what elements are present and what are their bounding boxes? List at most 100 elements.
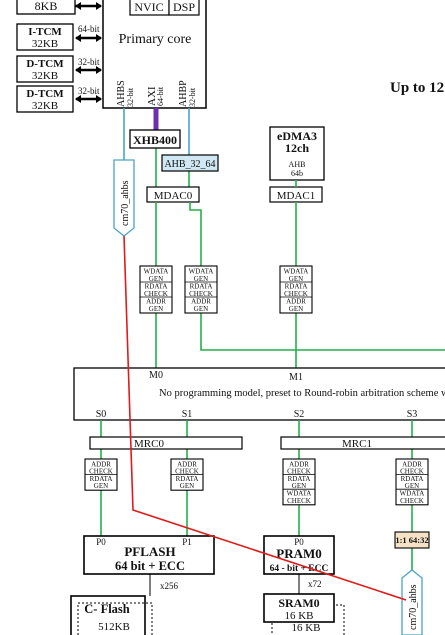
crossbar-block: M0 M1 No programming model, preset to Ro… <box>73 367 445 421</box>
mdac1-block: MDAC1 <box>269 186 323 203</box>
check-block-s0-line: CHECK <box>89 468 113 476</box>
ahb-32-64-label: AHB_32_64 <box>164 159 215 170</box>
xhb400-label: XHB400 <box>133 133 177 147</box>
gen-block-m0-line: ADDR <box>146 298 166 306</box>
mdac-to-gen-lines <box>155 180 445 368</box>
mrc0-bar: MRC0 <box>89 436 243 450</box>
check-block-s0-line: GEN <box>94 482 108 490</box>
dtcm1-name: D-TCM <box>26 88 64 100</box>
cflash-block: C- Flash 512KB <box>70 595 153 635</box>
check-block-s2-line: CHECK <box>287 497 311 505</box>
gen-block-m0-line: WDATA <box>144 268 169 276</box>
check-block-s3-line: ADDR <box>402 460 422 468</box>
pflash-p1: P1 <box>182 537 192 547</box>
check-block-s3-line: RDATA <box>401 475 424 483</box>
nvic-label: NVIC <box>134 0 163 14</box>
check-block-s2-line: RDATA <box>288 475 311 483</box>
dtcm0-block: D-TCM 32KB <box>16 55 74 83</box>
gen-block-m1-line: WDATA <box>284 268 309 276</box>
edma3-bus: AHB <box>289 160 306 169</box>
gen-block-m0-line: GEN <box>149 305 163 313</box>
pflash-block: P0 P1 PFLASH 64 bit + ECC <box>83 535 215 575</box>
core-title: Primary core <box>119 32 192 47</box>
check-block-s1-line: RDATA <box>176 475 199 483</box>
gen-block-ahbp-line: GEN <box>194 275 208 283</box>
check-block-s3-line: CHECK <box>400 468 424 476</box>
itcm-block: I-TCM 32KB <box>16 23 74 51</box>
sram0-name: SRAM0 <box>278 596 319 610</box>
mdac0-label: MDAC0 <box>154 190 193 202</box>
edma3-bus-width: 64b <box>291 169 303 178</box>
gen-block-ahbp-line: WDATA <box>189 268 214 276</box>
dtcm1-bus-width: 32-bit <box>78 86 100 96</box>
pflash-name: PFLASH <box>124 544 175 559</box>
dtcm1-size: 32KB <box>32 100 58 112</box>
check-block-s1-line: ADDR <box>177 460 197 468</box>
gen-block-m1-line: CHECK <box>284 290 308 298</box>
sram0-block: SRAM0 16 KB 16 KB <box>263 593 345 635</box>
dtcm0-bus-width: 32-bit <box>78 57 100 67</box>
check-block-s3-line: GEN <box>405 482 419 490</box>
ahbs-port-label: AHBS <box>116 80 127 107</box>
dtcm0-name: D-TCM <box>26 58 64 70</box>
dtcm1-block: D-TCM 32KB <box>16 85 74 113</box>
crossbar-m0: M0 <box>149 370 163 381</box>
dsp-box <box>168 0 200 16</box>
top-memory-size: 8KB <box>35 0 58 13</box>
pflash-detail: 64 bit + ECC <box>115 559 185 573</box>
primary-core: NVIC DSP Primary core AHBS 32-bit AXI 64… <box>102 0 207 109</box>
ahbs-port-width: 32-bit <box>126 87 135 107</box>
gen-block-m1-line: GEN <box>289 305 303 313</box>
check-block-s2-line: ADDR <box>289 460 309 468</box>
cflash-name: C- Flash <box>84 602 130 616</box>
edma3-block: eDMA3 12ch AHB 64b <box>269 126 325 181</box>
mdac1-label: MDAC1 <box>277 190 316 202</box>
crossbar-s0: S0 <box>96 409 107 420</box>
ahbp-port-label: AHBP <box>178 80 189 107</box>
top-memory-block: 8KB <box>16 0 76 15</box>
check-block-s1-line: GEN <box>180 482 194 490</box>
axi-port-label: AXI <box>146 86 158 106</box>
cm70-ahbs-tag-bottom: cm70_ahbs <box>401 569 423 635</box>
dsp-label: DSP <box>173 0 195 14</box>
pram0-p0: P0 <box>294 537 304 547</box>
heading-right: Up to 12 <box>390 80 444 96</box>
sram0-size-2: 16 KB <box>291 622 320 634</box>
pram0-mult: x72 <box>308 579 322 589</box>
cm70-tag-bottom-label: cm70_ahbs <box>408 584 419 630</box>
mrc0-label: MRC0 <box>134 438 164 450</box>
gen-block-ahbp-line: GEN <box>194 305 208 313</box>
arrow-heads <box>75 2 102 103</box>
crossbar-description: No programming model, preset to Round-ro… <box>159 388 445 399</box>
check-block-s3-line: CHECK <box>400 497 424 505</box>
itcm-bus-width: 64-bit <box>78 24 100 34</box>
check-block-s2-line: WDATA <box>287 490 312 498</box>
check-block-s1-line: CHECK <box>175 468 199 476</box>
gen-block-ahbp-line: ADDR <box>191 298 211 306</box>
core-bus-lines <box>123 108 190 187</box>
check-block-s3-line: WDATA <box>400 490 425 498</box>
cm70-ahbs-tag-top: cm70_ahbs <box>113 159 135 237</box>
crossbar-m1: M1 <box>289 372 303 383</box>
cm70-tag-top-label: cm70_ahbs <box>120 180 131 226</box>
cm70-red-link <box>123 235 407 601</box>
check-block-s2-line: CHECK <box>287 468 311 476</box>
pram0-block: P0 PRAM0 64 - bit + ECC <box>263 535 335 575</box>
xhb400-block: XHB400 <box>129 129 181 149</box>
pflash-mult: x256 <box>160 581 179 591</box>
axi-port-width: 64-bit <box>156 86 165 106</box>
mdac0-block: MDAC0 <box>146 186 200 203</box>
pram0-detail: 64 - bit + ECC <box>270 564 329 574</box>
crossbar-s3: S3 <box>407 409 418 420</box>
itcm-size: 32KB <box>32 38 58 50</box>
mrc1-label: MRC1 <box>342 438 372 450</box>
check-block-s0-line: RDATA <box>90 475 113 483</box>
ratio-tag-label: 1:1 64:32 <box>395 535 428 545</box>
check-block-s2-line: GEN <box>292 482 306 490</box>
